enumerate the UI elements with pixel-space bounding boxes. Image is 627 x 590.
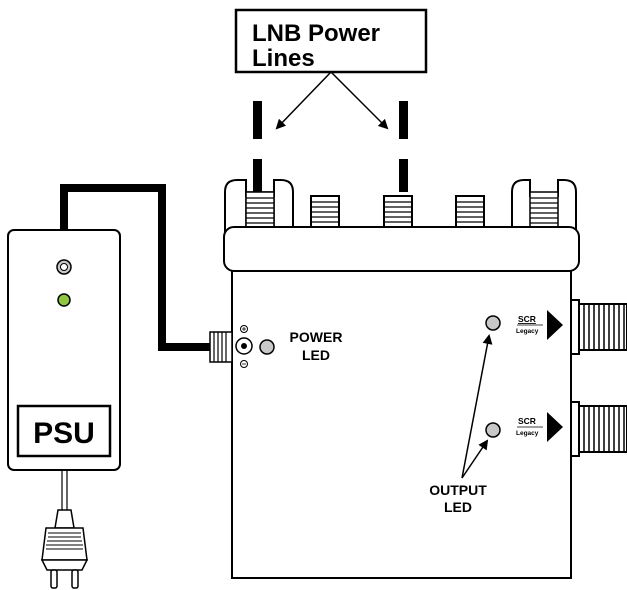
output-led-line1: OUTPUT <box>429 482 487 498</box>
output-1-top-label: SCR <box>518 314 536 324</box>
output-2-top-label: SCR <box>518 416 536 426</box>
psu-status-led <box>57 293 71 307</box>
output-led-arrow-2 <box>461 439 489 479</box>
output-connector-1 <box>570 299 627 355</box>
output-1-bottom-label: Legacy <box>516 328 539 335</box>
psu-unit: PSU <box>7 229 121 471</box>
input-connector-5 <box>511 179 577 232</box>
output-led-label: OUTPUT LED <box>429 482 487 515</box>
mains-cable <box>54 470 75 529</box>
input-connector-1-threads <box>245 191 275 231</box>
output-led-arrow-1 <box>461 334 493 479</box>
callout-line1: LNB Power <box>252 20 380 47</box>
dc-jack <box>235 325 253 368</box>
power-led <box>259 339 275 355</box>
input-connector-4 <box>455 195 485 231</box>
multiswitch-body <box>223 226 580 579</box>
output-connector-2 <box>570 401 627 457</box>
input-connector-3 <box>383 195 413 231</box>
psu-label: PSU <box>33 417 95 450</box>
power-led-line1: POWER <box>290 329 343 345</box>
output-label-2: SCR Legacy <box>516 412 563 442</box>
output-label-1: SCR Legacy <box>516 310 563 340</box>
mains-plug-icon <box>40 527 89 589</box>
power-led-label: POWER LED <box>290 329 343 363</box>
input-connector-2 <box>310 195 340 231</box>
dc-plug <box>209 331 233 363</box>
output-led-1 <box>485 315 501 331</box>
output-2-bottom-label: Legacy <box>516 430 539 437</box>
callout-line2: Lines <box>252 45 315 72</box>
multiswitch-top-cover <box>223 226 580 272</box>
power-cable <box>60 184 210 351</box>
callout-arrow-left <box>275 71 332 130</box>
power-led-line2: LED <box>302 347 330 363</box>
lnb-power-callout: LNB Power Lines <box>234 8 428 74</box>
callout-arrow-right <box>330 71 389 130</box>
output-1-arrow-icon <box>547 310 563 340</box>
output-led-2 <box>485 422 501 438</box>
output-led-line2: LED <box>444 499 472 515</box>
output-2-arrow-icon <box>547 412 563 442</box>
